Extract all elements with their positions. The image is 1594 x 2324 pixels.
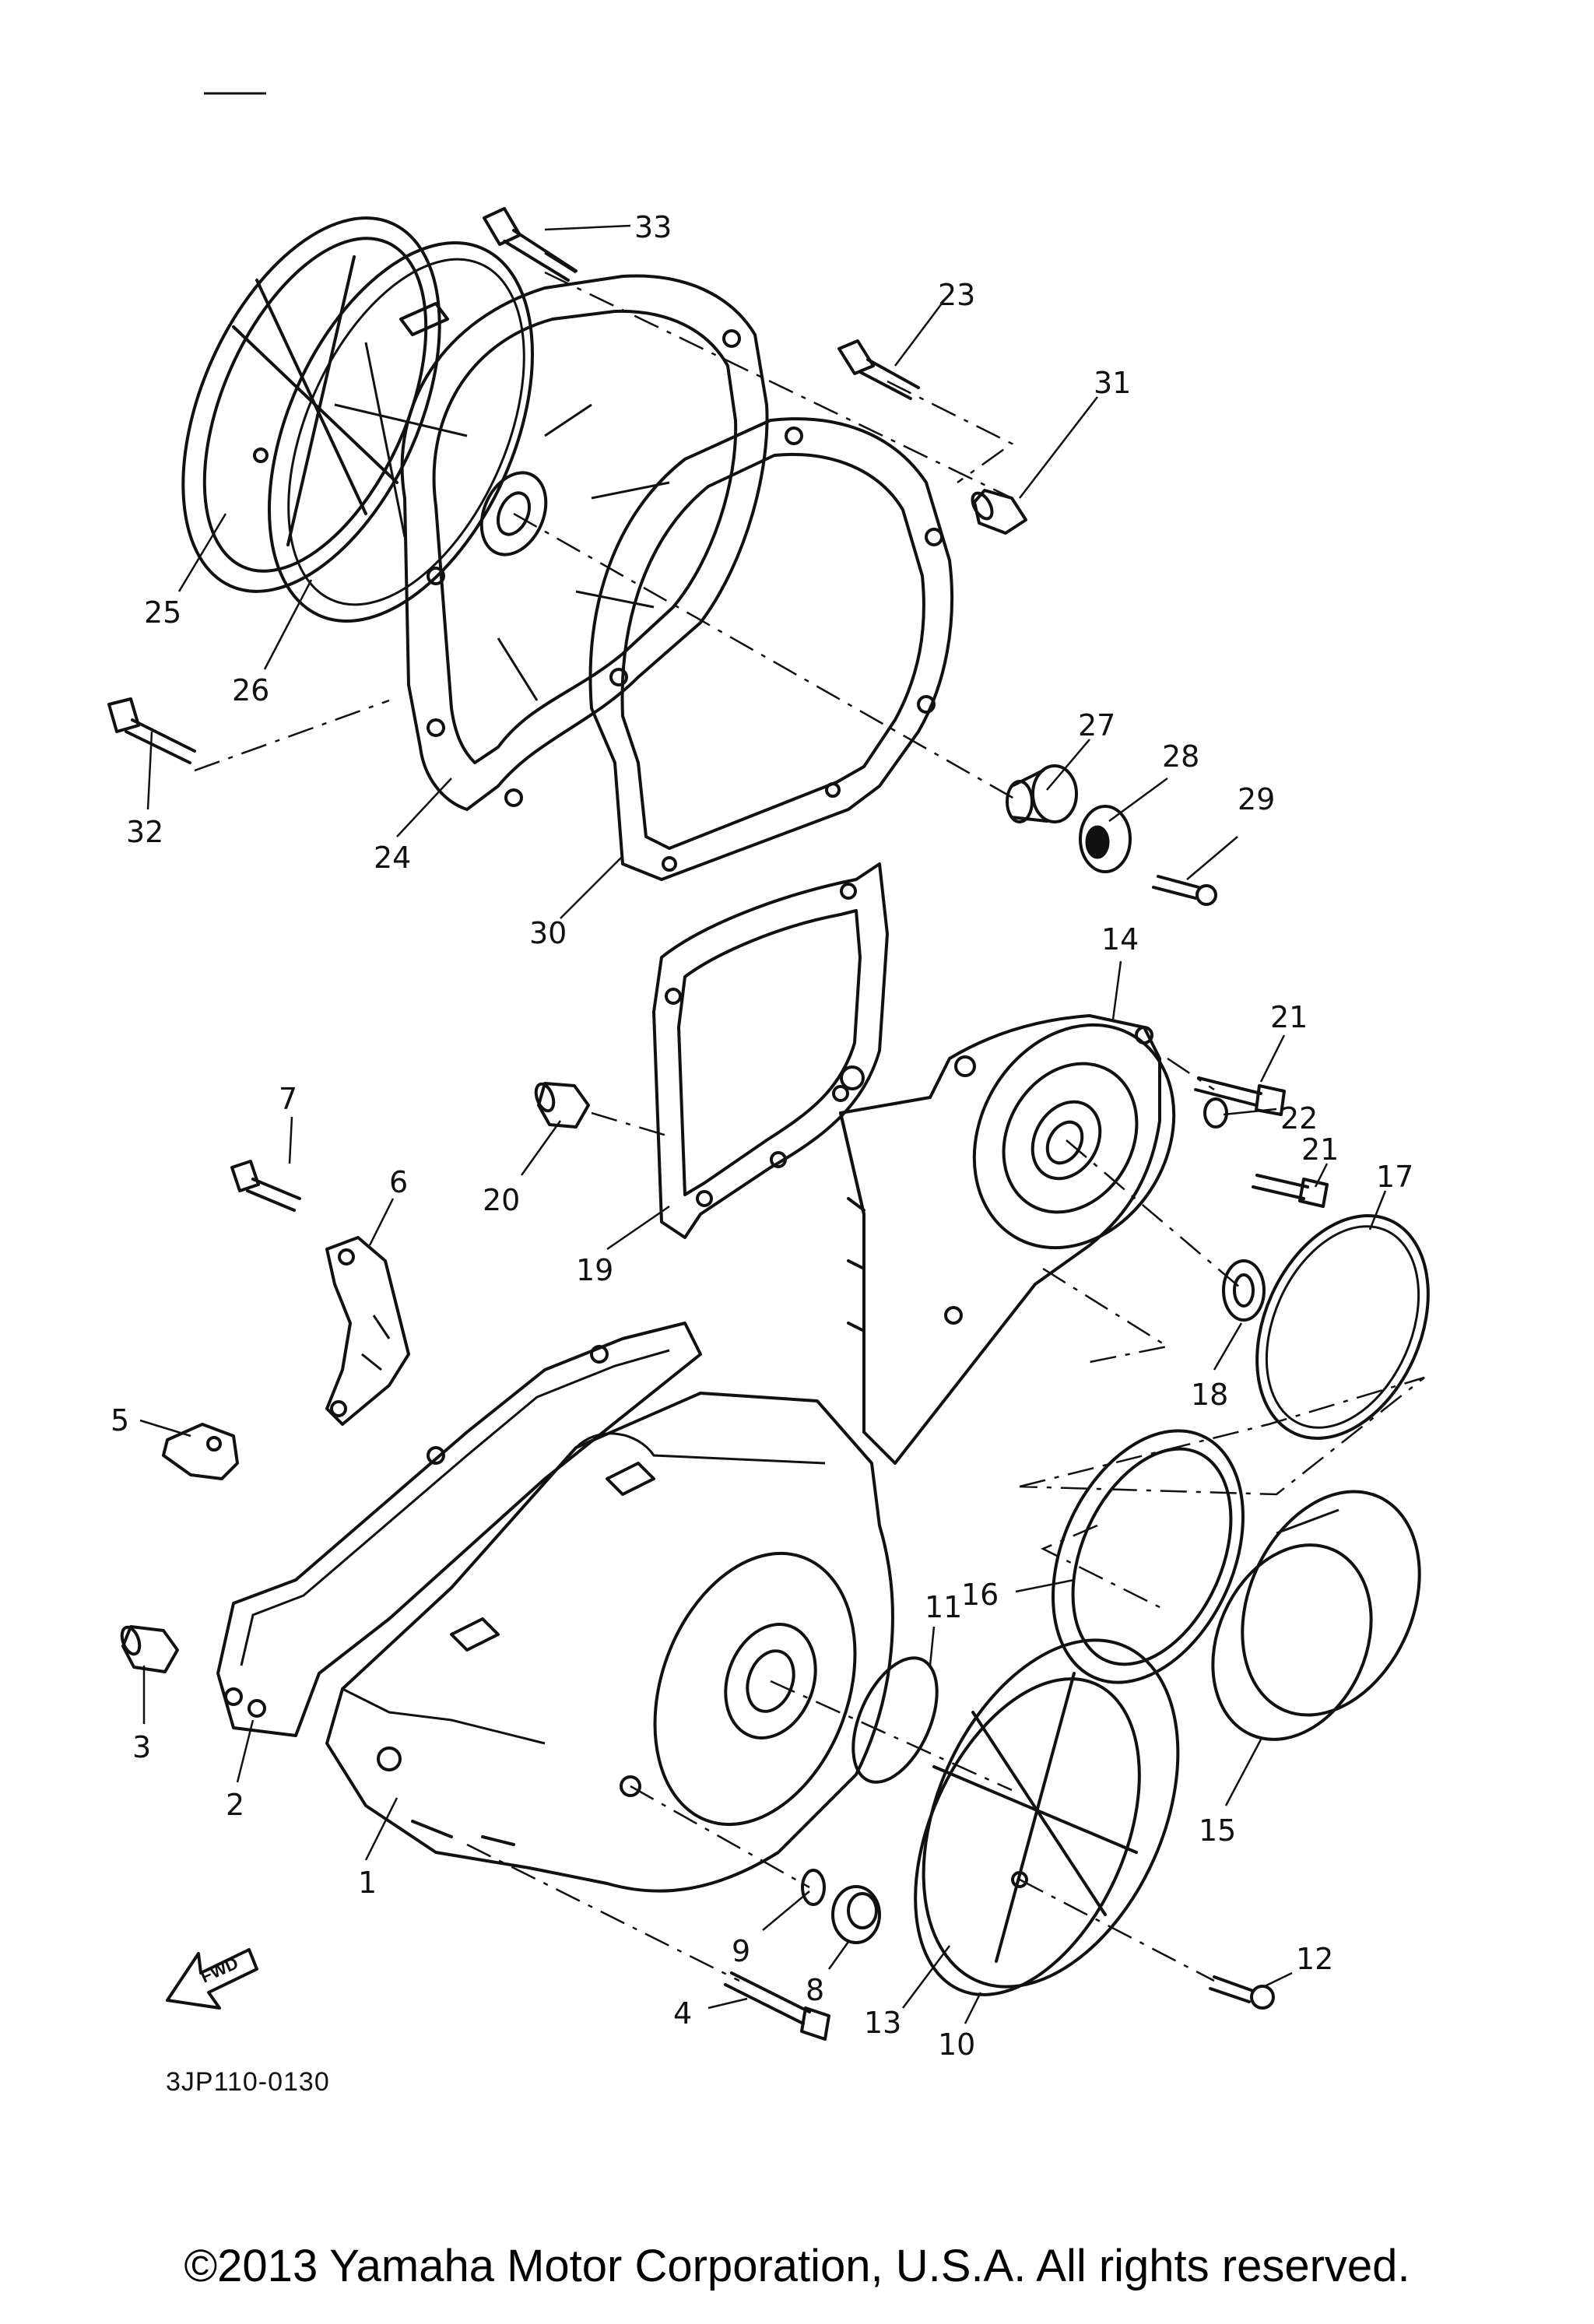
part-2-gasket: [216, 1322, 702, 1737]
centerline: [544, 271, 1013, 500]
part-18-seal: [1222, 1259, 1266, 1322]
part-31-dowel: [971, 489, 1027, 535]
part-21-bolt-b: [1252, 1174, 1329, 1208]
callout-18: 18: [1191, 1378, 1228, 1412]
part-25-outer-cover: [181, 216, 441, 593]
callout-29: 29: [1238, 782, 1275, 816]
callout-14: 14: [1101, 922, 1139, 957]
centerline: [1066, 1139, 1246, 1293]
callout-27: 27: [1078, 708, 1115, 742]
part-14-cover: [839, 1014, 1176, 1465]
fwd-label: FWD: [198, 1953, 241, 1986]
callout-5: 5: [111, 1403, 129, 1438]
part-16-gasket: [1052, 1429, 1245, 1684]
callout-12: 12: [1296, 1942, 1333, 1976]
part-20-dowel: [534, 1082, 590, 1129]
part-33-bolt: [483, 207, 578, 282]
part-26-gasket: [268, 241, 534, 623]
part-29-screw: [1152, 875, 1217, 906]
part-12-bolt: [1209, 1975, 1275, 2010]
part-6-bracket: [325, 1236, 410, 1426]
centerline: [1042, 1267, 1171, 1364]
part-30-gasket: [588, 417, 954, 881]
callout-25: 25: [144, 595, 181, 630]
centerline: [770, 1680, 1013, 1792]
callout-22: 22: [1280, 1101, 1318, 1136]
part-9-o-ring: [801, 1869, 826, 1906]
callout-31: 31: [1094, 366, 1131, 400]
callout-33: 33: [634, 210, 672, 244]
callout-15: 15: [1199, 1813, 1236, 1848]
part-21-bolt-a: [1194, 1076, 1286, 1116]
callout-3: 3: [132, 1730, 151, 1764]
centerline: [194, 699, 390, 772]
centerline: [513, 512, 1020, 803]
callout-labels: 33 23 31 25 26 32 24 30 27 28 29 14 21 2…: [111, 210, 1413, 2062]
part-10-cover: [914, 1638, 1180, 1996]
part-3-dowel: [120, 1625, 179, 1673]
callout-21a: 21: [1270, 1000, 1308, 1034]
callout-10: 10: [938, 2027, 975, 2062]
callout-7: 7: [279, 1082, 297, 1116]
centerline: [1041, 1524, 1168, 1613]
centerline: [1167, 1057, 1215, 1091]
part-22-o-ring: [1203, 1097, 1228, 1129]
callout-4: 4: [673, 1996, 692, 2031]
centerline: [466, 1843, 740, 1982]
part-1-crankcase-cover: [325, 1392, 894, 1893]
callout-21b: 21: [1301, 1132, 1339, 1167]
centerline: [887, 380, 1014, 484]
callout-20: 20: [483, 1183, 520, 1217]
part-11-o-ring: [851, 1656, 939, 1784]
callout-26: 26: [232, 673, 269, 707]
part-19-gasket: [652, 862, 889, 1239]
callout-6: 6: [389, 1165, 408, 1199]
drawing-code: 3JP110-0130: [166, 2067, 330, 2097]
part-27-bushing: [1006, 764, 1078, 823]
callout-11: 11: [925, 1590, 962, 1624]
centerline: [1019, 1376, 1425, 1496]
part-23-bolt: [837, 339, 920, 400]
copyright-notice: ©2013 Yamaha Motor Corporation, U.S.A. A…: [184, 2241, 1410, 2291]
callout-2: 2: [226, 1788, 244, 1822]
centerline: [630, 1785, 810, 1889]
callout-32: 32: [126, 815, 163, 849]
part-17-circlip: [1255, 1214, 1430, 1440]
callout-24: 24: [374, 841, 411, 875]
callout-16: 16: [961, 1578, 999, 1612]
callout-23: 23: [938, 278, 975, 312]
centerline: [1019, 1878, 1215, 1982]
part-24-clutch-cover: [400, 274, 769, 811]
centerline: [591, 1111, 670, 1138]
callout-1: 1: [358, 1866, 377, 1900]
part-4-bolt: [724, 1971, 830, 2041]
callout-17: 17: [1376, 1160, 1413, 1194]
part-8-plug: [831, 1885, 881, 1944]
part-15-cap: [1211, 1490, 1421, 1741]
callout-19: 19: [576, 1253, 613, 1287]
callout-30: 30: [529, 916, 567, 950]
part-28-seal: [1079, 805, 1132, 873]
part-5-clip: [162, 1423, 239, 1480]
leader-lines: [139, 224, 1387, 2024]
part-7-bolt: [230, 1160, 301, 1212]
callout-28: 28: [1162, 739, 1199, 774]
part-32-bolt: [107, 697, 196, 764]
callout-9: 9: [732, 1934, 750, 1968]
callout-13: 13: [864, 2006, 901, 2040]
fwd-arrow-icon: FWD: [166, 1948, 258, 2010]
callout-8: 8: [806, 1973, 824, 2007]
